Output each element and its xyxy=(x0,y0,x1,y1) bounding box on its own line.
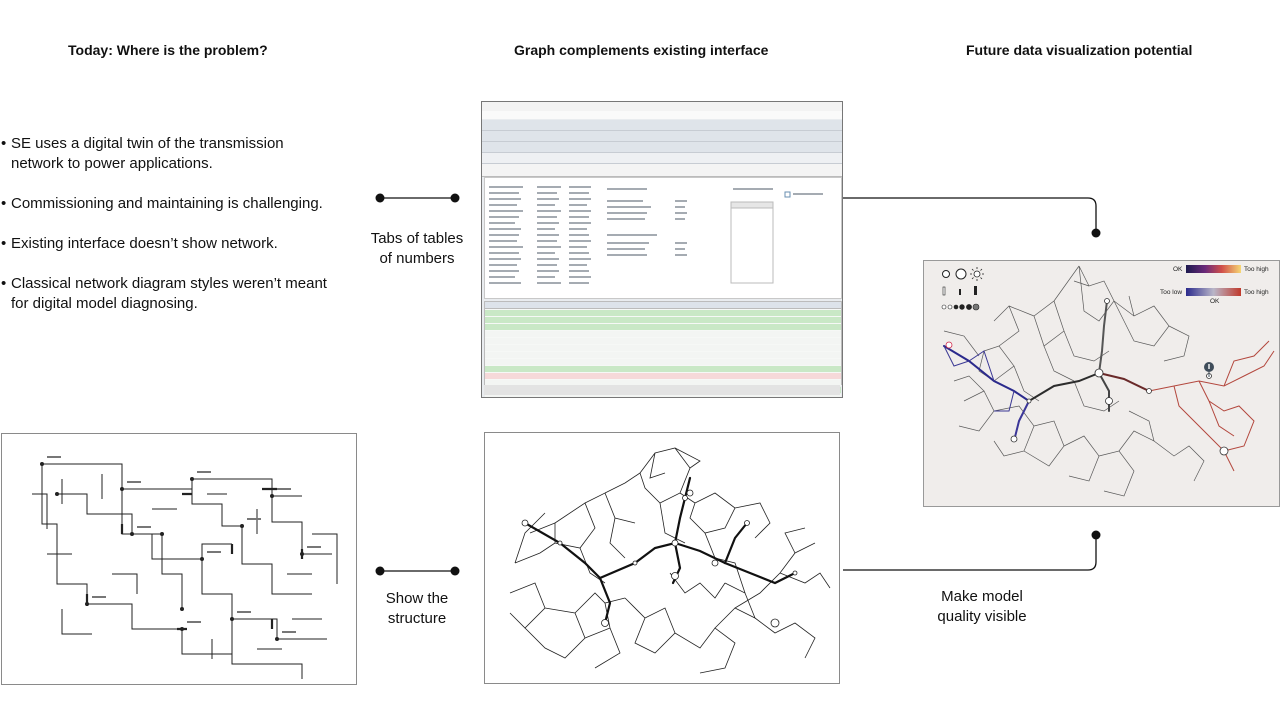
title-middle: Graph complements existing interface xyxy=(514,42,769,58)
label-quality: Make model quality visible xyxy=(920,587,1044,627)
label-tabs-line1: Tabs of tables xyxy=(370,230,464,247)
problem-bullets: SE uses a digital twin of the transmissi… xyxy=(0,134,340,334)
label-structure-line1: Show the xyxy=(385,590,449,607)
label-quality-line1: Make model xyxy=(941,588,1023,605)
connector-ui-to-future xyxy=(843,197,1097,233)
ui-toolbar xyxy=(482,153,842,164)
ui-tab-strip xyxy=(482,164,842,177)
label-tabs-line2: of numbers xyxy=(379,250,455,267)
label-structure-line2: structure xyxy=(387,610,447,627)
bullet-item: Classical network diagram styles weren’t… xyxy=(0,274,340,314)
sun-icon xyxy=(970,267,984,281)
connector-dot xyxy=(1091,228,1101,238)
classical-network-diagram xyxy=(1,433,357,685)
future-visualization-drawing: OK Too high Too low Too high OK xyxy=(941,265,1275,497)
ui-toolbar xyxy=(482,142,842,153)
connector-dot xyxy=(450,566,460,576)
bullet-item: Commissioning and maintaining is challen… xyxy=(0,194,340,214)
bar-icons xyxy=(942,286,977,296)
scale1-gradient xyxy=(1186,265,1241,273)
bullet-item: SE uses a digital twin of the transmissi… xyxy=(0,134,340,174)
existing-interface-screenshot xyxy=(481,101,843,398)
connector-dot xyxy=(450,193,460,203)
connector-dot xyxy=(375,193,385,203)
ui-event-log xyxy=(484,301,842,397)
circle-small-icon xyxy=(942,270,950,278)
ui-status-bar xyxy=(484,385,840,395)
label-structure: Show the structure xyxy=(362,589,472,629)
ui-table-rows xyxy=(489,186,823,284)
scale2-right-label: Too high xyxy=(1244,289,1269,296)
legend-icons xyxy=(941,267,984,311)
label-quality-line2: quality visible xyxy=(937,608,1027,625)
ui-table-area xyxy=(484,177,842,299)
scale2-left-label: Too low xyxy=(1160,289,1182,296)
future-visualization-panel: OK Too high Too low Too high OK xyxy=(923,260,1280,507)
scale1-right-label: Too high xyxy=(1244,266,1269,273)
title-today: Today: Where is the problem? xyxy=(68,42,268,58)
legend-scales: OK Too high Too low Too high OK xyxy=(1160,265,1269,305)
title-future: Future data visualization potential xyxy=(966,42,1193,58)
connector-struct-to-future xyxy=(843,535,1097,571)
classical-diagram-drawing xyxy=(32,456,338,679)
bullet-item: Existing interface doesn’t show network. xyxy=(0,234,340,254)
connector-dot xyxy=(375,566,385,576)
ui-toolbar xyxy=(482,120,842,131)
connector-dot xyxy=(1091,530,1101,540)
structure-graph-drawing xyxy=(509,447,831,674)
circle-large-icon xyxy=(955,268,967,280)
ui-menu-bar xyxy=(482,111,842,119)
dot-size-icons xyxy=(941,303,980,311)
graph-structure-diagram xyxy=(484,432,840,684)
label-tabs: Tabs of tables of numbers xyxy=(362,229,472,269)
scale2-gradient xyxy=(1186,288,1241,296)
ui-toolbar xyxy=(482,131,842,142)
scale1-left-label: OK xyxy=(1173,266,1183,273)
scale2-mid-label: OK xyxy=(1210,298,1220,305)
info-pin-icon xyxy=(1204,362,1214,377)
